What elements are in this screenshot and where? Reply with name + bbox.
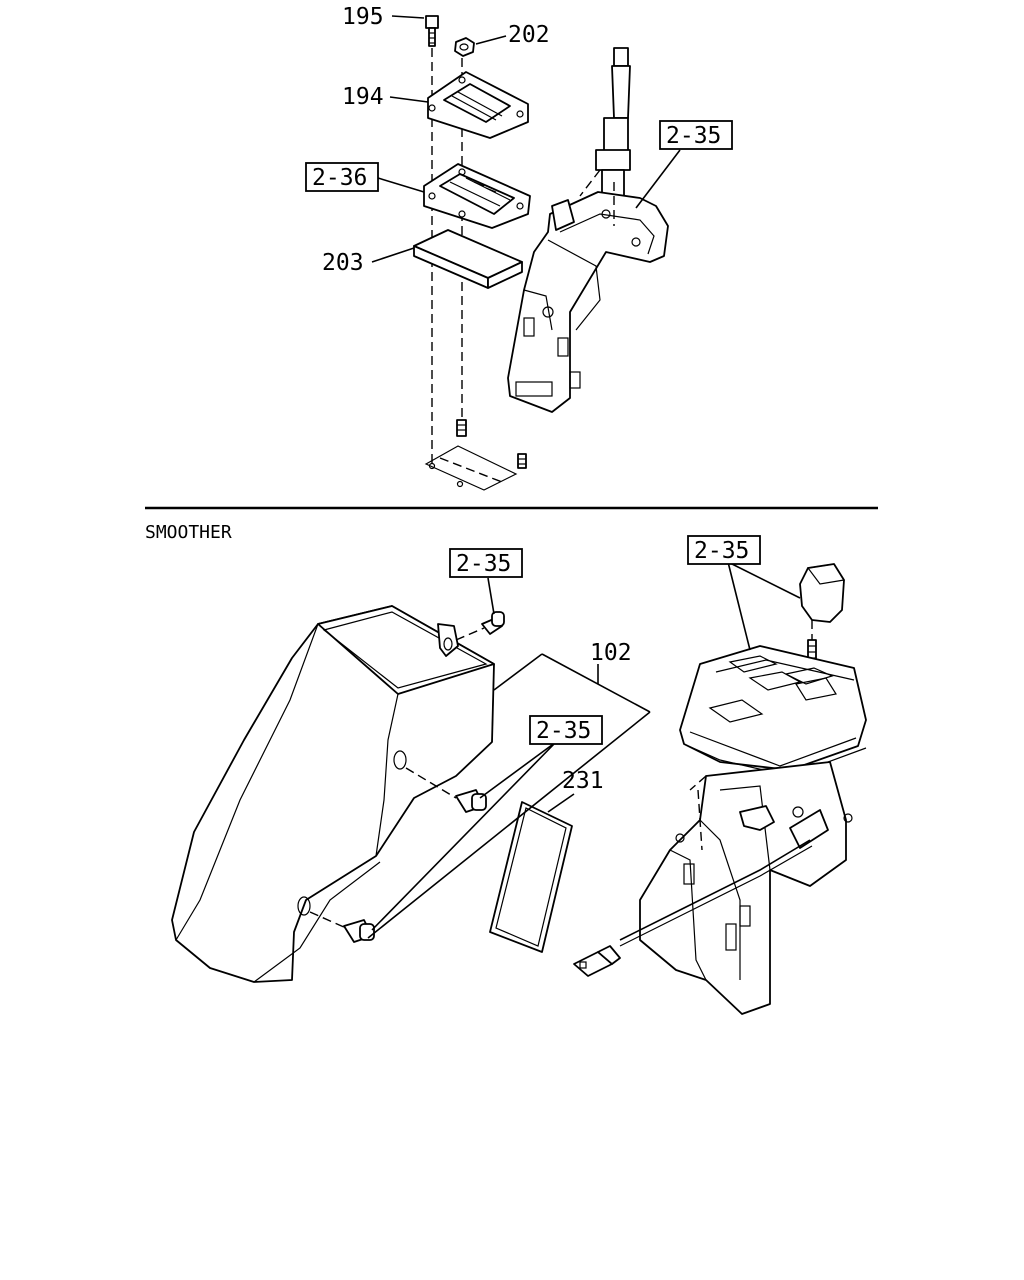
shifter-assembly-2-35 [573, 563, 867, 1015]
bolt-195 [425, 15, 439, 47]
callout-203: 203 [322, 250, 364, 276]
callout-2-36-box [305, 162, 379, 192]
shift-lever-2-35 [507, 47, 669, 413]
lower-leaders [371, 561, 801, 931]
callout-2-35-mid: 2-35 [536, 718, 591, 744]
console-cover [171, 605, 495, 983]
callout-2-35-box-mid [529, 715, 603, 745]
callout-2-35-box-upper [659, 120, 733, 150]
plate-194 [427, 71, 529, 139]
pad-203 [413, 229, 523, 289]
pad-231 [489, 801, 573, 953]
callout-2-35-top-left: 2-35 [456, 551, 511, 577]
group-102 [367, 653, 651, 939]
callout-2-35-box-top-right [687, 535, 761, 565]
section-title: SMOOTHER [145, 522, 232, 543]
plate-2-36 [423, 163, 531, 229]
callout-194: 194 [342, 84, 384, 110]
bolt-mid [405, 767, 487, 813]
bolt-top [455, 611, 505, 641]
callout-195: 195 [342, 4, 384, 30]
callout-231: 231 [562, 768, 604, 794]
callout-202: 202 [508, 22, 550, 48]
callout-2-36: 2-36 [312, 165, 367, 191]
callout-2-35-box-top-left [449, 548, 523, 578]
lower-assembly: 2-35 2-35 102 2-35 231 [171, 535, 867, 1015]
callout-2-35-upper: 2-35 [666, 123, 721, 149]
callout-102: 102 [590, 640, 632, 666]
callout-2-35-top-right: 2-35 [694, 538, 749, 564]
upper-assembly: 195 202 194 2-36 2-35 203 [305, 4, 733, 491]
upper-leaders [371, 15, 681, 263]
mounting-plate-studs [424, 419, 527, 491]
nut-202 [454, 37, 475, 57]
